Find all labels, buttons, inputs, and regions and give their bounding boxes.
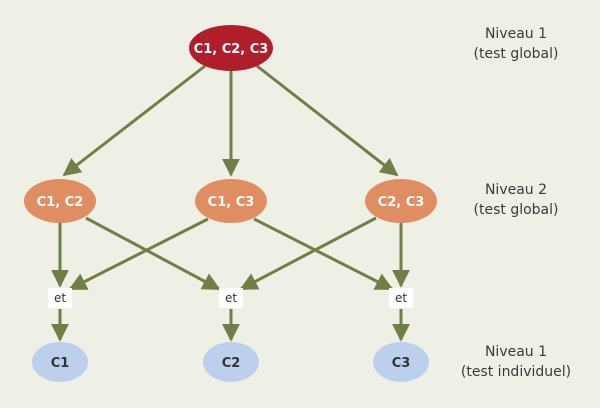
node-c2c3-label: C2, C3 [378,195,425,210]
edges-level2-to-et [51,216,410,291]
node-c3-label: C3 [392,356,411,371]
level-caption-2-subtitle: (test global) [473,202,559,218]
level-caption-1-title: Niveau 1 [484,26,548,42]
et-box-1: et [48,288,72,308]
edges-root-to-level2 [62,64,399,177]
edge-c1c2-to-et2 [85,216,221,291]
node-c3: C3 [373,342,429,382]
et-box-3: et [389,288,413,308]
level-caption-1: Niveau 1 (test global) [446,24,586,64]
et-box-2: et [219,288,243,308]
node-c1c2: C1, C2 [24,179,96,223]
edge-c1c3-to-et1 [68,217,209,291]
level-caption-2: Niveau 2 (test global) [446,180,586,220]
node-root: C1, C2, C3 [189,25,273,71]
edge-root-to-c1c2 [62,64,206,177]
edge-c2c3-to-et2 [239,216,377,291]
edges-et-to-leaves [51,309,410,342]
node-c1c3-label: C1, C3 [208,195,255,210]
level-caption-2-title: Niveau 2 [484,182,548,198]
node-c1c3: C1, C3 [195,179,267,223]
node-c1: C1 [32,342,88,382]
node-c2-label: C2 [222,356,241,371]
edge-c1c3-to-et3 [253,217,394,291]
node-c1-label: C1 [51,356,70,371]
edge-root-to-c2c3 [256,64,399,177]
node-c2: C2 [203,342,259,382]
et-label-1: et [54,291,66,305]
node-c2c3: C2, C3 [365,179,437,223]
node-c1c2-label: C1, C2 [37,195,84,210]
level-caption-3-title: Niveau 1 [484,344,548,360]
et-label-3: et [395,291,407,305]
level-caption-3-subtitle: (test individuel) [460,364,572,380]
level-caption-1-subtitle: (test global) [473,46,559,62]
et-label-2: et [225,291,237,305]
node-root-label: C1, C2, C3 [194,42,269,57]
level-caption-3: Niveau 1 (test individuel) [446,342,586,382]
